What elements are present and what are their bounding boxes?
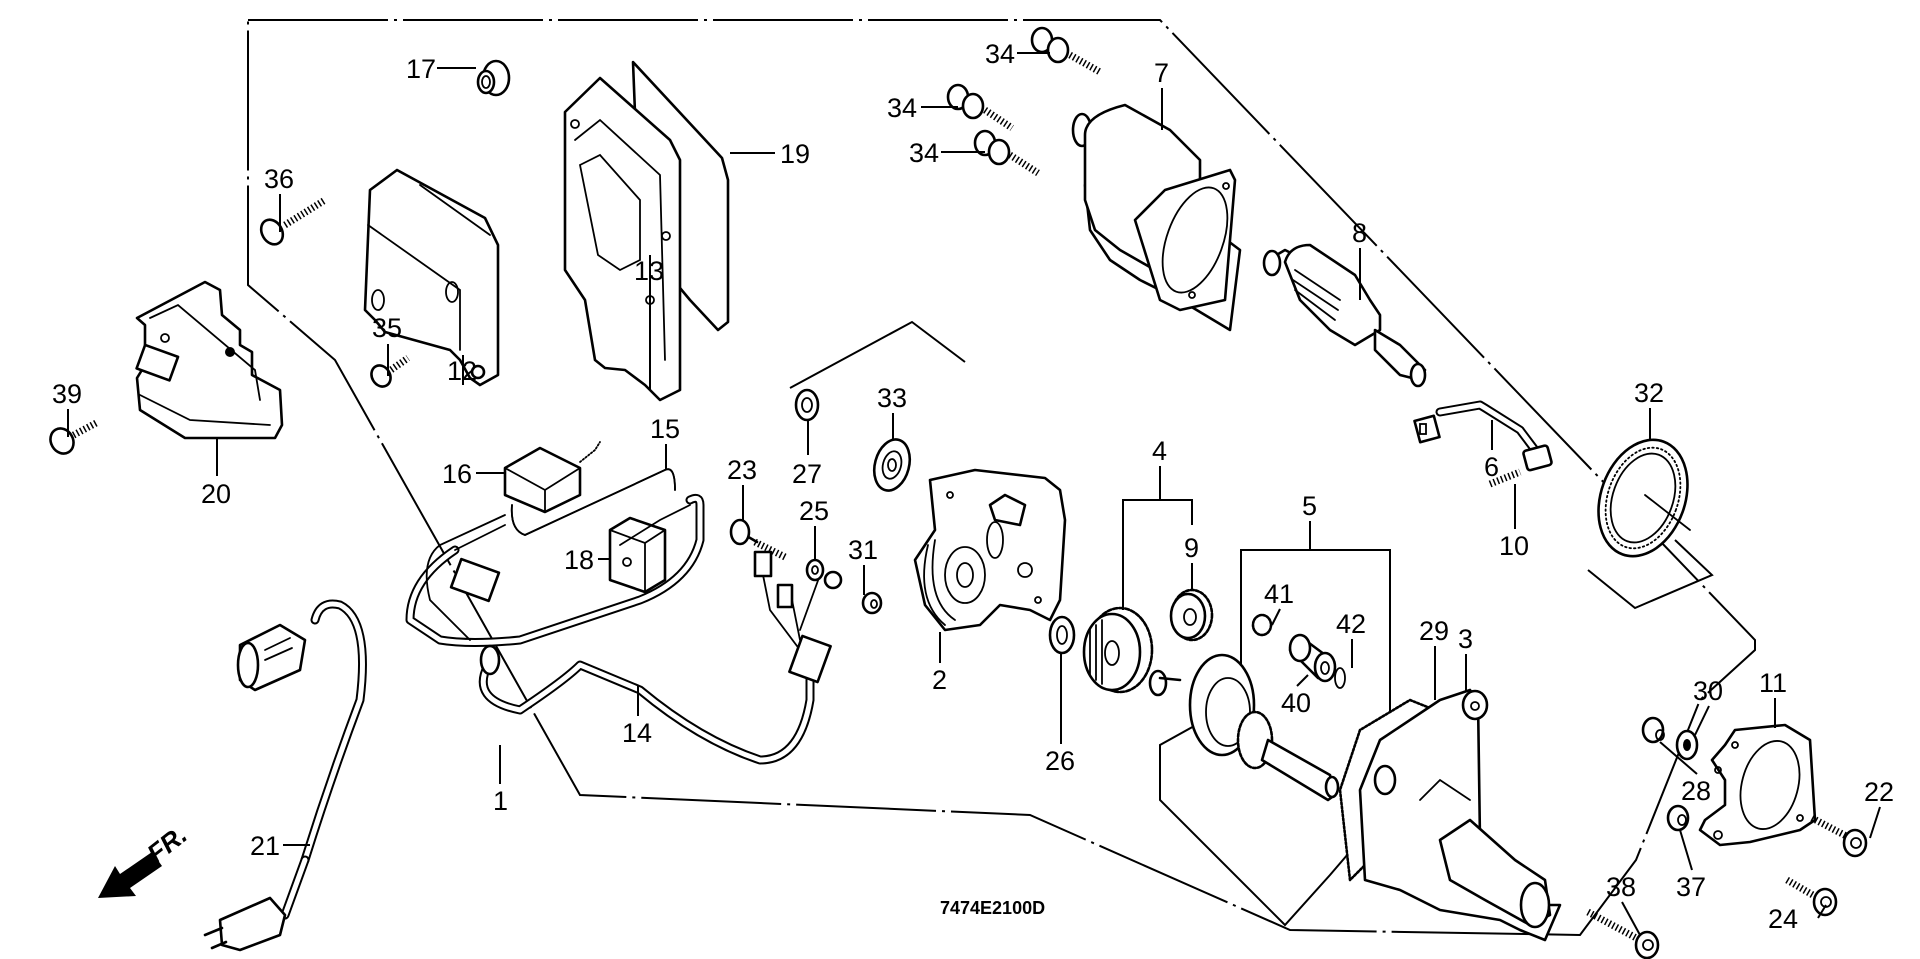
switch-bracket-20[interactable] bbox=[135, 280, 284, 440]
callout-34a[interactable]: 34 bbox=[985, 39, 1015, 69]
callout-34c[interactable]: 34 bbox=[909, 138, 939, 168]
callout-15[interactable]: 15 bbox=[650, 414, 680, 444]
collar-37[interactable] bbox=[1666, 804, 1690, 832]
washer-30[interactable] bbox=[1675, 729, 1699, 761]
brush-lead-6[interactable] bbox=[1413, 400, 1553, 472]
flange-bolt-24[interactable] bbox=[1785, 876, 1838, 917]
mounting-flange-11[interactable] bbox=[1698, 723, 1817, 847]
screw-washer-34c[interactable] bbox=[973, 129, 1040, 176]
gear-4[interactable] bbox=[1082, 606, 1154, 694]
screw-washer-34a[interactable] bbox=[1030, 26, 1102, 76]
callout-14[interactable]: 14 bbox=[622, 718, 652, 748]
callout-26[interactable]: 26 bbox=[1045, 746, 1075, 776]
flange-bolt-22[interactable] bbox=[1810, 814, 1868, 858]
callout-1[interactable]: 1 bbox=[493, 786, 508, 816]
callout-3[interactable]: 3 bbox=[1458, 624, 1473, 654]
callout-39[interactable]: 39 bbox=[52, 379, 82, 409]
callout-16[interactable]: 16 bbox=[442, 459, 472, 489]
callout-32[interactable]: 32 bbox=[1634, 378, 1664, 408]
bracket-2-27 bbox=[789, 320, 966, 389]
collar-28[interactable] bbox=[1641, 716, 1665, 744]
grommet-27[interactable] bbox=[794, 388, 820, 422]
bearing-33[interactable] bbox=[869, 435, 915, 494]
callout-8[interactable]: 8 bbox=[1352, 218, 1367, 248]
callout-30[interactable]: 30 bbox=[1693, 676, 1723, 706]
switch-case-13[interactable] bbox=[563, 76, 682, 402]
end-plate-2[interactable] bbox=[913, 468, 1067, 632]
nut-31[interactable] bbox=[861, 591, 883, 615]
thrust-washer-26[interactable] bbox=[1048, 615, 1076, 655]
rectifier-18[interactable] bbox=[608, 516, 667, 594]
motor-yoke-7[interactable] bbox=[1071, 103, 1242, 332]
diagram-code: 7474E2100D bbox=[940, 898, 1045, 918]
screw-washer-34b[interactable] bbox=[946, 83, 1014, 131]
callout-42[interactable]: 42 bbox=[1336, 609, 1366, 639]
pinion-spring-41[interactable] bbox=[1251, 613, 1273, 637]
callout-4[interactable]: 4 bbox=[1152, 436, 1167, 466]
washer-25[interactable] bbox=[805, 558, 825, 582]
screw-36[interactable] bbox=[257, 197, 327, 248]
switch-wire-15[interactable] bbox=[510, 468, 676, 536]
grommet-17[interactable] bbox=[476, 59, 511, 97]
armature-8[interactable] bbox=[1262, 243, 1427, 388]
callout-5[interactable]: 5 bbox=[1302, 491, 1317, 521]
wire-harness-14[interactable] bbox=[405, 493, 843, 765]
callout-28[interactable]: 28 bbox=[1681, 776, 1711, 806]
callout-19[interactable]: 19 bbox=[780, 139, 810, 169]
callout-17[interactable]: 17 bbox=[406, 54, 436, 84]
brush-spring-10[interactable] bbox=[1488, 468, 1522, 488]
callout-18[interactable]: 18 bbox=[564, 545, 594, 575]
snap-ring-42[interactable] bbox=[1334, 667, 1346, 689]
callout-labels: 17 36 35 12 13 19 34 34 34 7 8 39 20 16 … bbox=[52, 39, 1894, 934]
assembly-boundary bbox=[247, 19, 1756, 937]
callout-2[interactable]: 2 bbox=[932, 665, 947, 695]
pinion-assembly-5[interactable] bbox=[1148, 653, 1340, 802]
callout-35[interactable]: 35 bbox=[372, 313, 402, 343]
callout-40[interactable]: 40 bbox=[1281, 688, 1311, 718]
bolt-washer-39[interactable] bbox=[46, 418, 100, 458]
leader-lines bbox=[67, 52, 1881, 936]
callout-31[interactable]: 31 bbox=[848, 535, 878, 565]
flange-bolt-38[interactable] bbox=[1586, 908, 1660, 959]
push-switch-16[interactable] bbox=[503, 441, 601, 514]
power-cord-21[interactable] bbox=[203, 599, 367, 952]
callout-11[interactable]: 11 bbox=[1759, 668, 1787, 698]
callout-23[interactable]: 23 bbox=[727, 455, 757, 485]
callout-34b[interactable]: 34 bbox=[887, 93, 917, 123]
front-direction-indicator: FR. bbox=[98, 819, 193, 898]
callout-41[interactable]: 41 bbox=[1264, 579, 1294, 609]
callout-38[interactable]: 38 bbox=[1606, 872, 1636, 902]
callout-10[interactable]: 10 bbox=[1499, 531, 1529, 561]
callout-13[interactable]: 13 bbox=[634, 256, 664, 286]
small-gear-9[interactable] bbox=[1169, 588, 1214, 642]
callout-7[interactable]: 7 bbox=[1154, 58, 1169, 88]
front-housing-3[interactable] bbox=[1358, 688, 1562, 942]
o-ring-32[interactable] bbox=[1583, 427, 1703, 568]
callout-29[interactable]: 29 bbox=[1419, 616, 1449, 646]
pinion-collar-40[interactable] bbox=[1288, 633, 1337, 683]
callout-25[interactable]: 25 bbox=[799, 496, 829, 526]
screw-23[interactable] bbox=[729, 518, 787, 561]
callout-37[interactable]: 37 bbox=[1676, 872, 1706, 902]
bracket-32 bbox=[1587, 539, 1714, 610]
callout-36[interactable]: 36 bbox=[264, 164, 294, 194]
callout-22[interactable]: 22 bbox=[1864, 777, 1894, 807]
callout-21[interactable]: 21 bbox=[250, 831, 280, 861]
callout-12[interactable]: 12 bbox=[447, 356, 477, 386]
arrow-down-left-icon bbox=[98, 852, 162, 898]
switch-cover-12[interactable] bbox=[363, 168, 500, 387]
callout-33[interactable]: 33 bbox=[877, 383, 907, 413]
callout-24[interactable]: 24 bbox=[1768, 904, 1798, 934]
callout-27[interactable]: 27 bbox=[792, 459, 822, 489]
callout-9[interactable]: 9 bbox=[1184, 533, 1199, 563]
callout-6[interactable]: 6 bbox=[1484, 452, 1499, 482]
callout-20[interactable]: 20 bbox=[201, 479, 231, 509]
